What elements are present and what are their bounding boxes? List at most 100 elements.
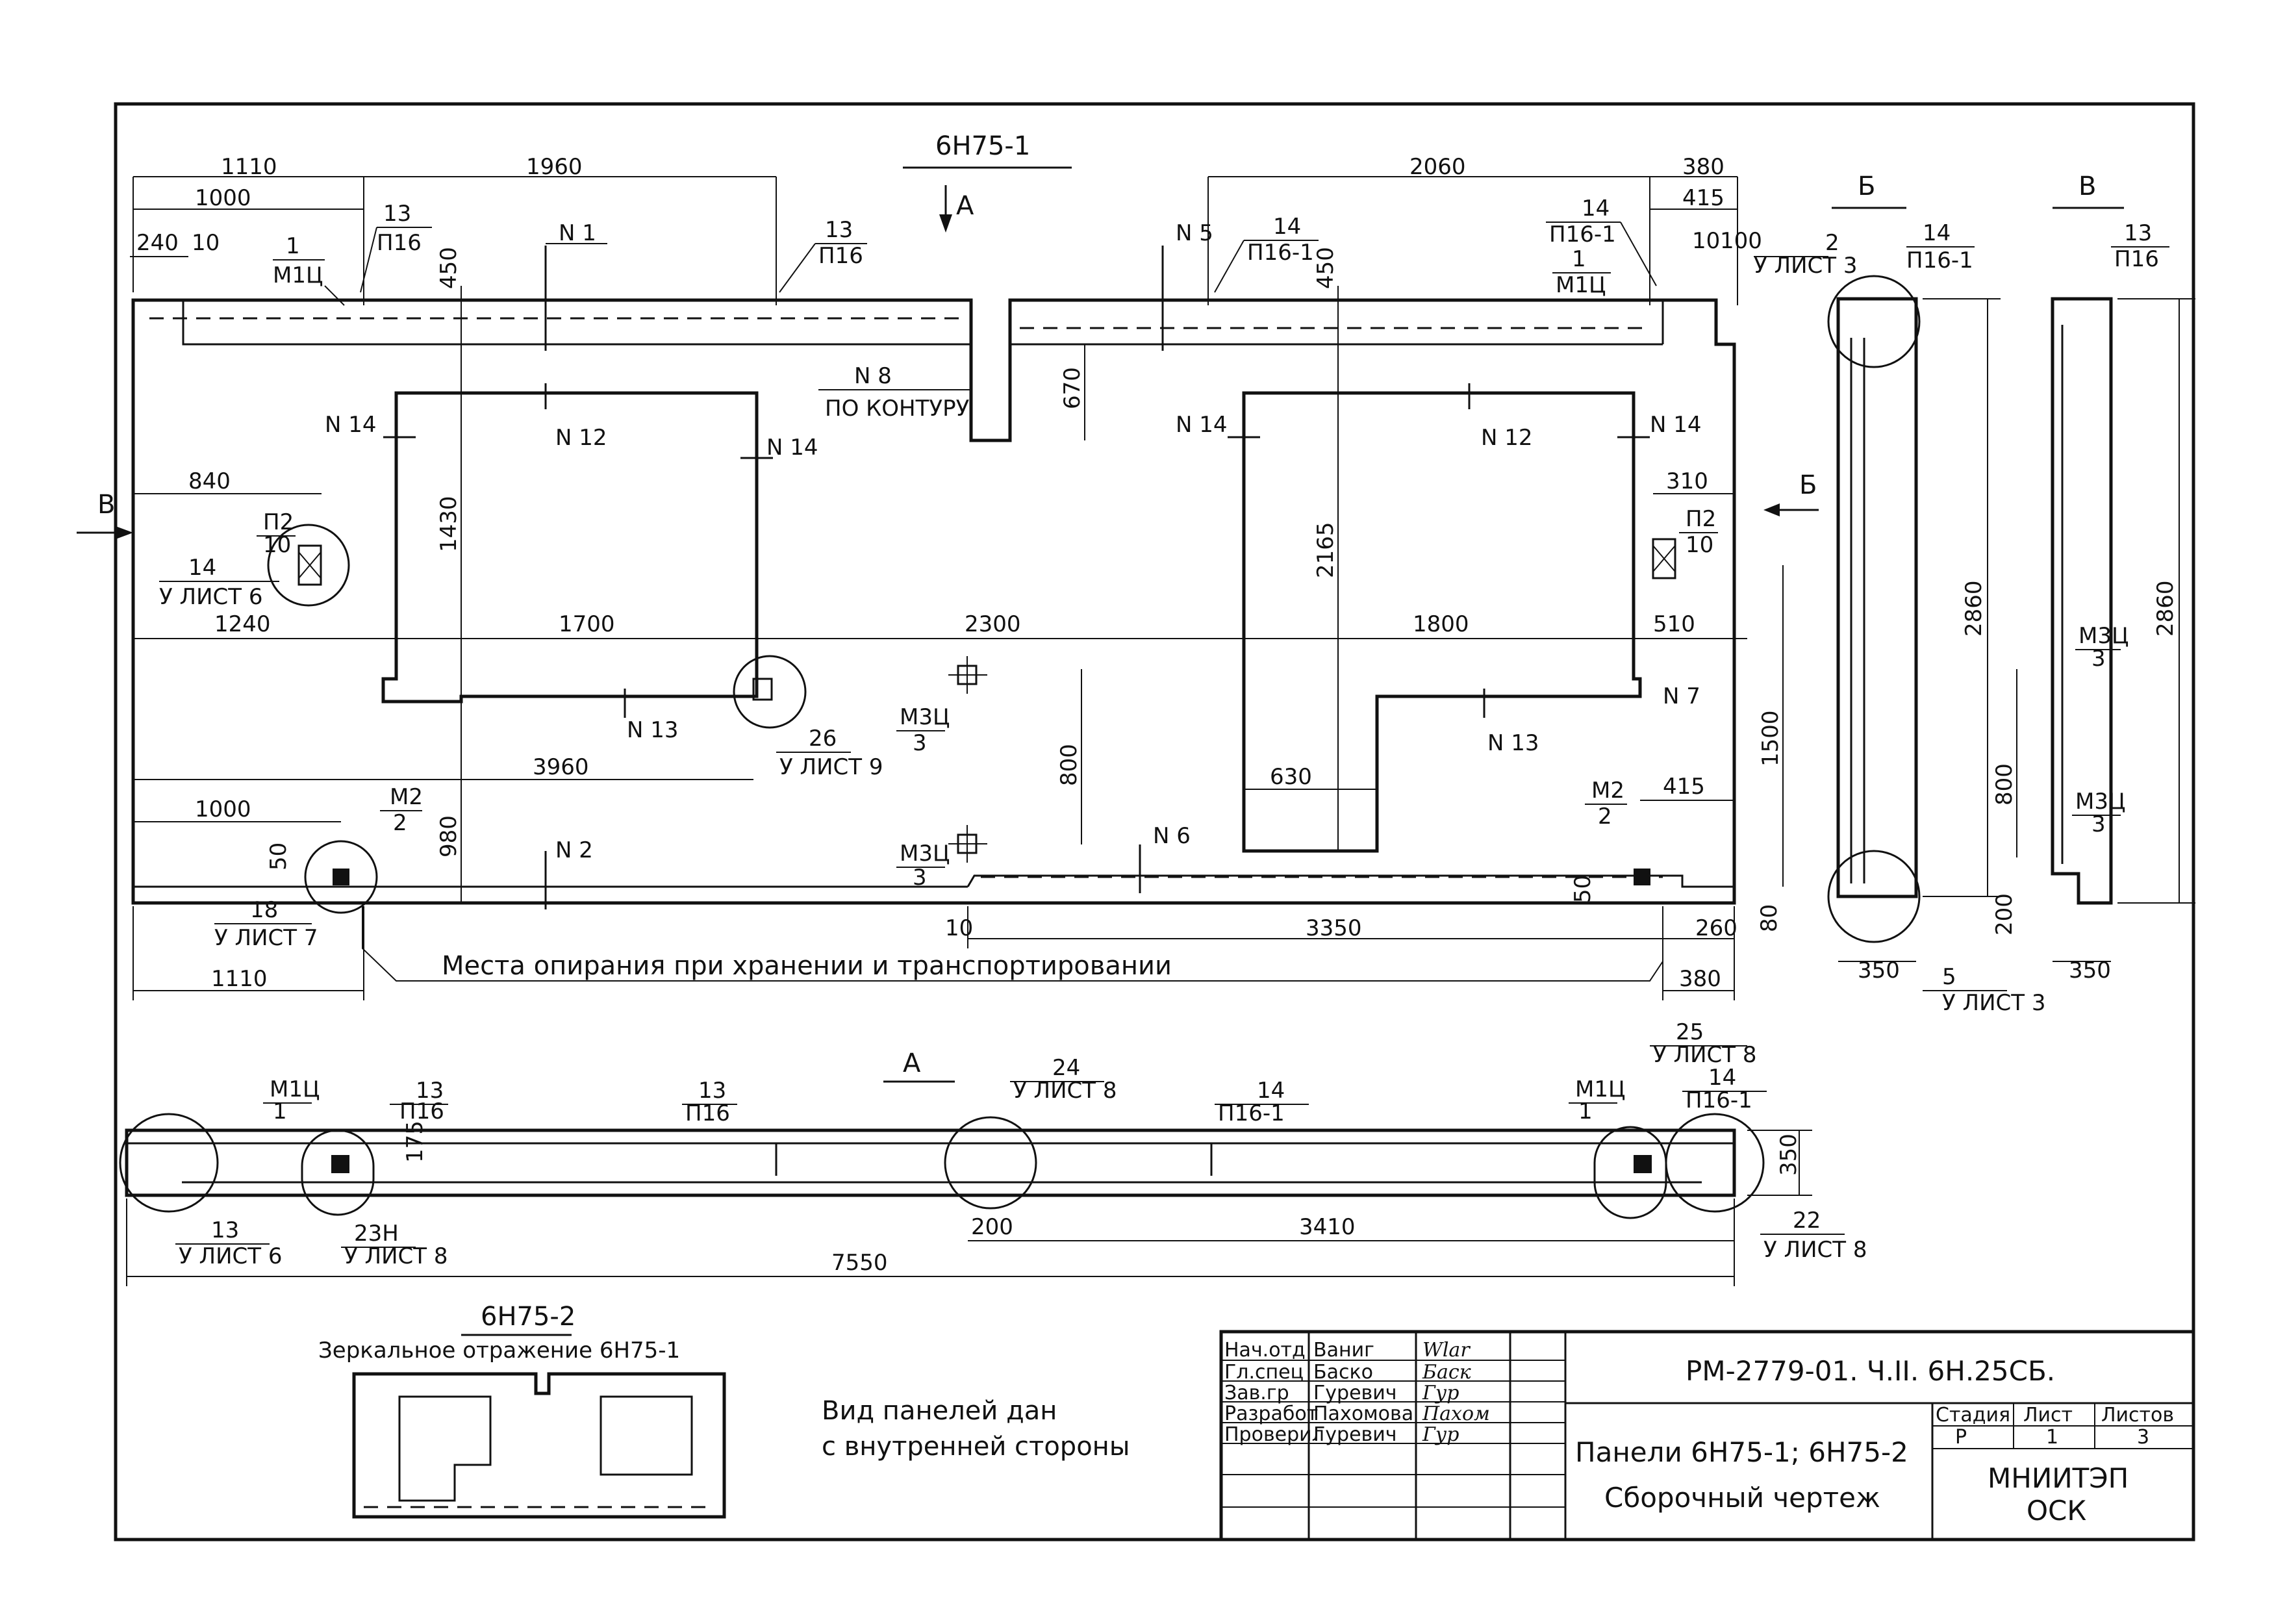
label-dimensions-top_1110: 1110 xyxy=(221,154,277,180)
label-dimensions-sec_350a: 350 xyxy=(1858,958,1900,983)
label-title_block-sheet: 1 xyxy=(2046,1426,2058,1449)
label-title_block-rows-0-sign: Wlar xyxy=(1422,1339,1471,1362)
label-labels-pl_14b_top: 14 xyxy=(1708,1065,1736,1091)
label-title_block-name_line2: Сборочный чертеж xyxy=(1604,1482,1880,1514)
label-labels-sb2_bot: У ЛИСТ 3 xyxy=(1754,253,1857,279)
label-labels-n6: N 6 xyxy=(1153,823,1191,849)
label-title_block-sheets_label: Листов xyxy=(2101,1404,2174,1427)
label-labels-pl_m1a_bot: 1 xyxy=(273,1098,287,1124)
label-labels-pl_m1b_bot: 1 xyxy=(1578,1098,1593,1124)
drawing-frame xyxy=(114,102,2195,1542)
label-dimensions-d1240: 1240 xyxy=(214,611,271,637)
label-labels-sv13_top: 13 xyxy=(2124,220,2152,246)
label-labels-n7: N 7 xyxy=(1663,683,1700,709)
label-dimensions-d3960: 3960 xyxy=(533,754,589,780)
label-labels-sv_m3b_top: М3Ц xyxy=(2075,789,2125,815)
label-labels-c26_bot: У ЛИСТ 9 xyxy=(779,754,883,780)
drawing-title: 6Н75-1 xyxy=(935,131,1030,161)
view-a-plan: А М1Ц 1 13 П16 13 П16 24 У ЛИСТ 8 14 П16… xyxy=(119,1019,1867,1286)
label-labels-n12b: N 12 xyxy=(1481,425,1533,451)
label-dimensions-sec_2860a: 2860 xyxy=(1961,580,1987,637)
label-labels-c26_top: 26 xyxy=(809,726,837,752)
label-title_block-rows-3-role: Разработ xyxy=(1224,1402,1318,1425)
label-labels-pl_13a_top: 13 xyxy=(416,1078,444,1104)
label-drawing-mirror_note: Зеркальное отражение 6Н75-1 xyxy=(318,1338,680,1364)
label-labels-sb5_top: 5 xyxy=(1942,964,1956,990)
label-dimensions-d1500: 1500 xyxy=(1758,710,1784,767)
label-dimensions-top_380: 380 xyxy=(1682,154,1725,180)
label-drawing-arrow_b_right: Б xyxy=(1799,470,1817,500)
label-drawing-mirror_title: 6Н75-2 xyxy=(481,1302,575,1332)
label-labels-l13b_top: 13 xyxy=(825,217,853,243)
label-labels-n5: N 5 xyxy=(1176,220,1213,246)
section-b-arrow-icon xyxy=(1763,503,1780,516)
label-labels-pl_22_bot: У ЛИСТ 8 xyxy=(1763,1237,1867,1263)
label-labels-m2a_bot: 2 xyxy=(393,810,407,836)
label-dimensions-top_1960: 1960 xyxy=(526,154,583,180)
label-dimensions-d415b: 415 xyxy=(1663,774,1705,800)
label-title_block-rows-3-sign: Пахом xyxy=(1422,1402,1490,1425)
label-title_block-rows-1-name: Баско xyxy=(1313,1361,1373,1384)
title-block: Нач.отд Ваниг Wlar Гл.спец Баско Баск За… xyxy=(1219,1330,2195,1542)
label-dimensions-pl_7550: 7550 xyxy=(831,1250,888,1276)
label-title_block-rows-0-role: Нач.отд xyxy=(1224,1339,1306,1362)
label-labels-n1: N 1 xyxy=(559,220,596,246)
label-dimensions-pl_200: 200 xyxy=(971,1214,1013,1240)
label-labels-pl_13a_bot: П16 xyxy=(399,1098,444,1124)
label-drawing-view_a_title: А xyxy=(903,1048,921,1078)
label-title_block-rows-2-name: Гуревич xyxy=(1313,1382,1396,1404)
label-labels-sv_m3a_top: М3Ц xyxy=(2079,623,2129,649)
label-drawing-section_v_title: В xyxy=(2079,171,2096,201)
label-title_block-rows-1-sign: Баск xyxy=(1422,1361,1471,1384)
label-dimensions-sec_800: 800 xyxy=(1991,763,2017,806)
label-dimensions-d50a: 50 xyxy=(266,843,292,870)
label-labels-n12a: N 12 xyxy=(555,425,607,451)
label-labels-n14a: N 14 xyxy=(325,412,377,438)
label-title_block-rows-4-role: Проверил xyxy=(1224,1423,1324,1446)
label-labels-pl_25_top: 25 xyxy=(1676,1019,1704,1045)
label-dimensions-d310: 310 xyxy=(1666,468,1708,494)
label-labels-l14a_top: 14 xyxy=(1273,214,1301,240)
label-labels-n8: N 8 xyxy=(854,363,892,389)
label-labels-l14b_top: 14 xyxy=(1582,196,1610,222)
label-labels-m3b_top: М3Ц xyxy=(900,841,950,867)
label-labels-p2a_bot: 10 xyxy=(263,532,291,558)
label-labels-n13b: N 13 xyxy=(1487,730,1539,756)
label-labels-sb14_top: 14 xyxy=(1923,220,1951,246)
label-dimensions-pl_350: 350 xyxy=(1776,1134,1802,1176)
label-labels-l1b_bot: М1Ц xyxy=(1556,272,1606,298)
label-labels-pl_13c_bot: У ЛИСТ 6 xyxy=(179,1243,282,1269)
label-title_block-sheet_label: Лист xyxy=(2023,1404,2073,1427)
label-dimensions-d1430: 1430 xyxy=(436,496,462,552)
label-labels-l1_bot: М1Ц xyxy=(273,262,323,288)
label-labels-n14d: N 14 xyxy=(1650,412,1702,438)
view-note-line1: Вид панелей дан xyxy=(822,1396,1057,1426)
label-dimensions-d2300: 2300 xyxy=(965,611,1021,637)
window-opening-right xyxy=(1242,391,1642,853)
label-labels-n14c: N 14 xyxy=(1176,412,1228,438)
label-dimensions-d840: 840 xyxy=(188,468,231,494)
label-dimensions-d510: 510 xyxy=(1653,611,1695,637)
label-labels-l13b_bot: П16 xyxy=(818,243,863,269)
bearing-note: Места опирания при хранении и транспорти… xyxy=(442,951,1172,981)
label-labels-pl_m1a_top: М1Ц xyxy=(270,1076,320,1102)
label-title_block-stage_label: Стадия xyxy=(1936,1404,2010,1427)
panel-outline xyxy=(131,298,1736,905)
label-labels-pl_14a_bot: П16-1 xyxy=(1218,1100,1285,1126)
label-labels-p2b_top: П2 xyxy=(1686,506,1716,532)
label-title_block-rows-0-name: Ваниг xyxy=(1313,1339,1374,1362)
view-a-marker: А xyxy=(956,191,974,221)
label-labels-sv_m3a_bot: 3 xyxy=(2091,646,2106,672)
label-title_block-stage: Р xyxy=(1955,1426,1967,1449)
label-labels-m2a_top: М2 xyxy=(390,784,423,810)
label-labels-p2b_bot: 10 xyxy=(1686,532,1713,558)
label-labels-pl_22_top: 22 xyxy=(1793,1208,1821,1234)
label-dimensions-d1700: 1700 xyxy=(559,611,615,637)
label-drawing-section_b_title: Б xyxy=(1858,171,1875,201)
label-labels-m3a_bot: 3 xyxy=(913,730,927,756)
label-dimensions-d630: 630 xyxy=(1270,764,1312,790)
label-dimensions-top_415: 415 xyxy=(1682,185,1725,211)
label-labels-n14b: N 14 xyxy=(766,435,818,461)
label-labels-pl_24_top: 24 xyxy=(1052,1055,1080,1081)
mirror-panel: 6Н75-2 Зеркальное отражение 6Н75-1 xyxy=(318,1302,726,1519)
